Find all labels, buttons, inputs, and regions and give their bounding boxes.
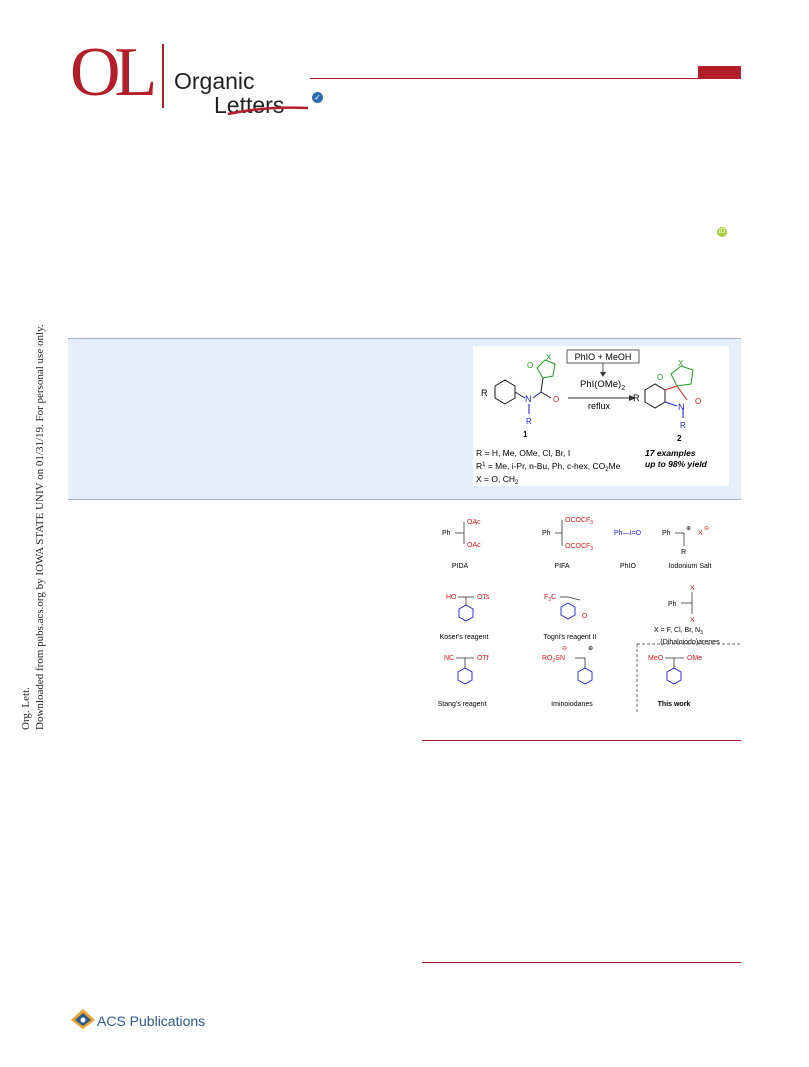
svg-text:⊕: ⊕ (686, 526, 691, 532)
reagent-label: PIFA (554, 563, 570, 570)
svg-text:X: X (678, 359, 684, 368)
svg-text:NC: NC (444, 655, 454, 662)
svg-text:R: R (481, 388, 488, 398)
toc-product-label: 2 (677, 434, 682, 443)
toc-reagent-box: PhIO + MeOH (575, 352, 632, 362)
svg-text:X: X (698, 530, 703, 537)
figure-rule-top (422, 740, 741, 741)
svg-text:MeO: MeO (648, 655, 664, 662)
svg-text:HO: HO (446, 594, 457, 601)
toc-highlight-examples: 17 examples (645, 448, 696, 458)
svg-text:Ph: Ph (542, 530, 551, 537)
watermark-line2: Downloaded from pubs.acs.org by IOWA STA… (34, 324, 46, 730)
svg-text:O: O (553, 395, 559, 404)
acs-logo-icon (71, 1009, 95, 1029)
watermark-line1: Org. Lett. (20, 687, 32, 730)
reagent-label: Stang's reagent (438, 701, 487, 708)
download-watermark: Org. Lett. Downloaded from pubs.acs.org … (14, 324, 50, 730)
svg-text:OMe: OMe (687, 655, 702, 662)
pida-structure: Ph OAc OAc (442, 519, 481, 549)
reagent-label: Iodonium Salt (669, 563, 712, 570)
svg-text:X: X (546, 353, 552, 362)
svg-text:O: O (657, 373, 663, 382)
reagent-label: (Dihaloiodo)arenes (660, 639, 720, 646)
stang-structure: NC OTf (444, 655, 489, 685)
reagent-label: PhIO (620, 563, 637, 570)
svg-text:O: O (582, 613, 588, 620)
figure-rule-bottom (422, 962, 741, 963)
reagent-label: PIDA (452, 563, 469, 570)
koser-structure: HO OTs (446, 594, 490, 622)
svg-text:R: R (681, 549, 686, 556)
svg-text:O: O (695, 397, 701, 406)
reagent-figure: Ph OAc OAc PIDA Ph OCOCF3 OCOCF3 PIFA Ph… (422, 508, 740, 713)
svg-text:X: X (690, 585, 695, 592)
header-rule (310, 78, 740, 79)
toc-sub-x: X = O, CH2 (476, 474, 519, 486)
svg-text:Ph: Ph (668, 601, 677, 608)
iminoiodane-structure: ⊖ ⊕ RO2SN (542, 646, 593, 685)
svg-text:⊖: ⊖ (562, 646, 567, 652)
journal-name-line1: Organic (174, 68, 255, 94)
toc-start-label: 1 (523, 430, 528, 439)
journal-logo: OL (70, 34, 157, 111)
svg-text:N: N (525, 394, 532, 404)
svg-text:OCOCF3: OCOCF3 (565, 543, 593, 552)
togni-structure: F3C O (544, 594, 588, 620)
svg-text:O: O (527, 361, 533, 370)
svg-text:OTs: OTs (477, 594, 490, 601)
svg-text:⊖: ⊖ (704, 526, 709, 532)
svg-text:N: N (678, 402, 685, 412)
reagent-label: Koser's reagent (440, 634, 489, 641)
svg-text:RO2SN: RO2SN (542, 655, 565, 664)
this-work-structure: MeO OMe (636, 643, 740, 713)
logo-divider (162, 44, 164, 108)
verified-check-icon: ✓ (312, 92, 323, 103)
iodonium-structure: Ph R ⊕ X ⊖ (662, 526, 709, 556)
svg-text:R: R (680, 421, 686, 430)
svg-text:F3C: F3C (544, 594, 556, 603)
header-red-block (698, 66, 741, 79)
toc-sub-r: R = H, Me, OMe, Cl, Br, I (476, 448, 570, 458)
svg-text:OAc: OAc (467, 519, 481, 526)
journal-swoosh-icon (227, 106, 309, 116)
dihaloiodo-structure: X Ph X X = F, Cl, Br, N3 (654, 585, 703, 636)
svg-text:R: R (526, 417, 532, 426)
reagent-label: Togni's reagent II (543, 634, 596, 641)
svg-text:PhI(OMe)2: PhI(OMe)2 (580, 379, 625, 392)
svg-text:X: X (690, 617, 695, 624)
svg-text:R: R (633, 393, 640, 403)
svg-text:X = F, Cl, Br, N3: X = F, Cl, Br, N3 (654, 627, 703, 636)
publisher-name[interactable]: ACS Publications (97, 1013, 206, 1029)
toc-highlight-yield: up to 98% yield (645, 459, 708, 469)
phio-structure: Ph—I=O (614, 530, 642, 537)
svg-text:OTf: OTf (477, 655, 489, 662)
toc-intermediate: PhI(OMe) (580, 379, 621, 390)
orcid-icon[interactable]: iD (717, 227, 727, 237)
svg-text:Ph: Ph (662, 530, 671, 537)
toc-graphic: PhIO + MeOH PhI(OMe)2 reflux R N R O O X… (473, 346, 729, 486)
svg-text:OCOCF3: OCOCF3 (565, 517, 593, 526)
toc-sub-r1: R1 = Me, i-Pr, n-Bu, Ph, c-hex, CO2Me (476, 461, 621, 473)
reagent-label-this-work: This work (658, 701, 691, 708)
svg-text:⊕: ⊕ (588, 646, 593, 652)
reagent-label: Iminoiodanes (551, 701, 593, 708)
svg-text:OAc: OAc (467, 542, 481, 549)
svg-text:Ph: Ph (442, 530, 451, 537)
toc-condition: reflux (588, 401, 611, 411)
pifa-structure: Ph OCOCF3 OCOCF3 (542, 517, 593, 552)
journal-name-line2: Letters (214, 92, 285, 118)
